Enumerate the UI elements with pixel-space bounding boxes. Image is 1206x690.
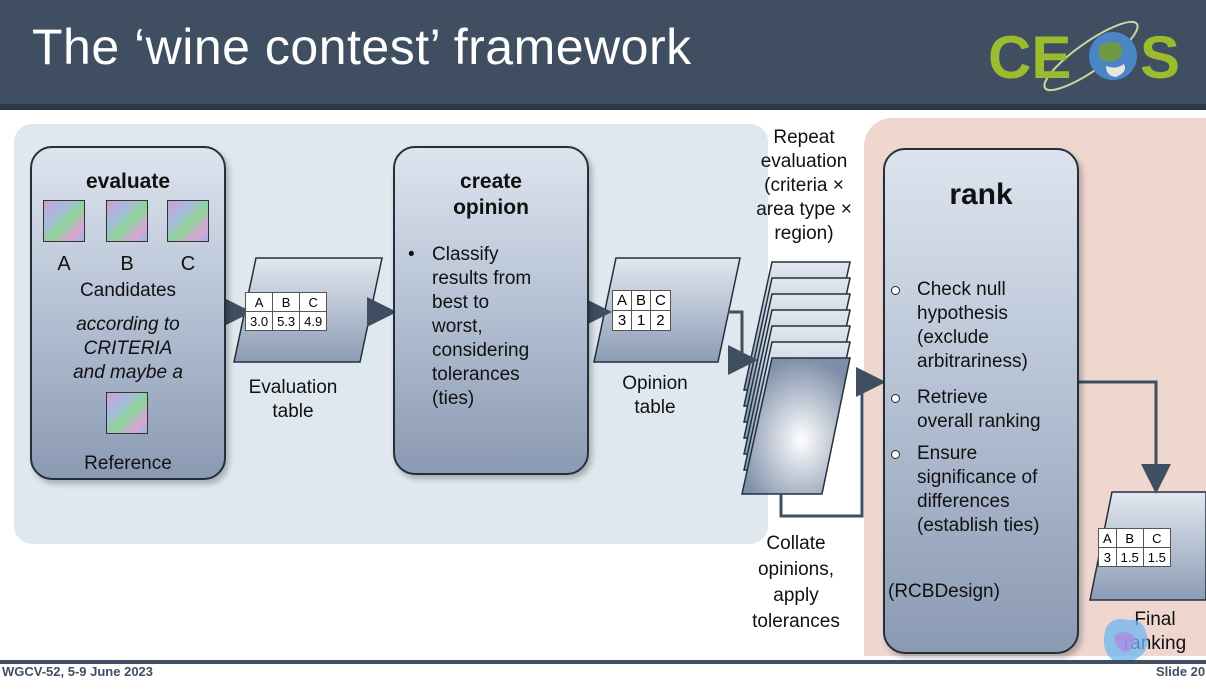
table-header: A <box>611 290 633 311</box>
title-divider <box>0 104 1206 110</box>
svg-text:CE: CE <box>988 24 1071 91</box>
repeat-text-5: region) <box>774 223 834 244</box>
opinion-text-5: considering <box>432 340 530 361</box>
repeat-text-2: evaluation <box>760 151 848 172</box>
collate-text-4: tolerances <box>752 611 840 632</box>
table-cell: 1.5 <box>1142 547 1171 567</box>
table-cell: 4.9 <box>299 311 328 331</box>
table-cell: 1 <box>631 310 652 331</box>
criteria-line-1: according to <box>76 314 180 335</box>
criteria-line-2: CRITERIA <box>83 338 173 359</box>
candidate-a-image <box>43 200 85 242</box>
opinion-text-2: results from <box>432 268 532 289</box>
title-bar <box>0 0 1206 104</box>
svg-text:S: S <box>1140 24 1180 91</box>
evaluate-title: evaluate <box>85 170 171 193</box>
bullet-circle <box>891 394 900 403</box>
create-opinion-title-1: create <box>460 170 522 193</box>
collate-text-2: opinions, <box>757 559 835 580</box>
opinion-text-7: (ties) <box>432 388 475 409</box>
table-cell: 5.3 <box>272 311 301 331</box>
repeat-text-4: area type × <box>756 199 852 220</box>
opinion-stack <box>741 261 851 495</box>
opinion-table-label-2: table <box>634 397 676 418</box>
footer-event: WGCV-52, 5-9 June 2023 <box>2 664 154 679</box>
criteria-line-3: and maybe a <box>73 362 183 383</box>
overlay-app-icon <box>1103 619 1148 663</box>
rank-item-1-line-2: hypothesis <box>917 303 1008 324</box>
rank-item-3-line-3: differences <box>917 491 1010 512</box>
rank-box <box>883 148 1079 654</box>
slide-title: The ‘wine contest’ framework <box>32 19 692 75</box>
table-header: B <box>272 292 301 312</box>
rank-item-3-line-2: significance of <box>917 467 1038 488</box>
rank-title: rank <box>949 178 1013 211</box>
collate-text-1: Collate <box>766 533 826 554</box>
rank-item-1-line-4: arbitrariness) <box>917 351 1028 372</box>
table-cell: 2 <box>650 310 671 331</box>
candidate-a-label: A <box>57 253 71 275</box>
table-cell: 3.0 <box>244 311 274 331</box>
ceos-logo: CE S <box>988 20 1180 92</box>
bullet-circle <box>891 450 900 459</box>
rcbdesign-note: (RCBDesign) <box>888 581 1000 602</box>
table-header: A <box>1098 528 1117 548</box>
evaluation-table-label-2: table <box>272 401 314 422</box>
opinion-text-3: best to <box>432 292 490 313</box>
bullet-circle <box>891 286 900 295</box>
candidate-b-image <box>106 200 148 242</box>
table-header: C <box>1142 528 1171 548</box>
create-opinion-box <box>393 146 589 475</box>
rank-item-2-line-2: overall ranking <box>917 411 1041 432</box>
bullet-marker: • <box>408 244 415 265</box>
slide-number: Slide 20 <box>1156 664 1206 679</box>
opinion-table-label-1: Opinion <box>622 373 688 394</box>
repeat-text-1: Repeat <box>773 127 835 148</box>
rank-item-3-line-4: (establish ties) <box>917 515 1040 536</box>
final-ranking-table: A B C 3 1.5 1.5 <box>1098 528 1171 567</box>
table-cell: 3 <box>1098 547 1117 567</box>
rank-item-1-line-3: (exclude <box>917 327 989 348</box>
opinion-text-1: Classify <box>432 244 499 265</box>
table-cell: 3 <box>611 310 633 331</box>
evaluation-table-label-1: Evaluation <box>248 377 338 398</box>
footer-bar <box>0 660 1206 690</box>
opinion-text-4: worst, <box>432 316 483 337</box>
create-opinion-title-2: opinion <box>453 196 529 219</box>
evaluation-table: A B C 3.0 5.3 4.9 <box>244 292 328 331</box>
table-header: A <box>244 292 274 312</box>
candidate-b-label: B <box>120 253 134 275</box>
table-cell: 1.5 <box>1115 547 1144 567</box>
candidates-label: Candidates <box>79 280 177 301</box>
table-header: B <box>1115 528 1144 548</box>
table-header: B <box>631 290 652 311</box>
opinion-table: A B C 3 1 2 <box>611 290 671 331</box>
rank-item-1-line-1: Check null <box>917 279 1006 300</box>
table-header: C <box>299 292 328 312</box>
collate-text-3: apply <box>773 585 819 606</box>
reference-label: Reference <box>84 453 172 474</box>
reference-image <box>106 392 148 434</box>
final-ranking-label-1: Final <box>1134 609 1176 630</box>
opinion-text-6: tolerances <box>432 364 520 385</box>
rank-item-3-line-1: Ensure <box>917 443 978 464</box>
candidate-c-label: C <box>180 253 196 275</box>
candidate-c-image <box>167 200 209 242</box>
repeat-text-3: (criteria × <box>764 175 844 196</box>
table-header: C <box>650 290 671 311</box>
rank-item-2-line-1: Retrieve <box>917 387 988 408</box>
